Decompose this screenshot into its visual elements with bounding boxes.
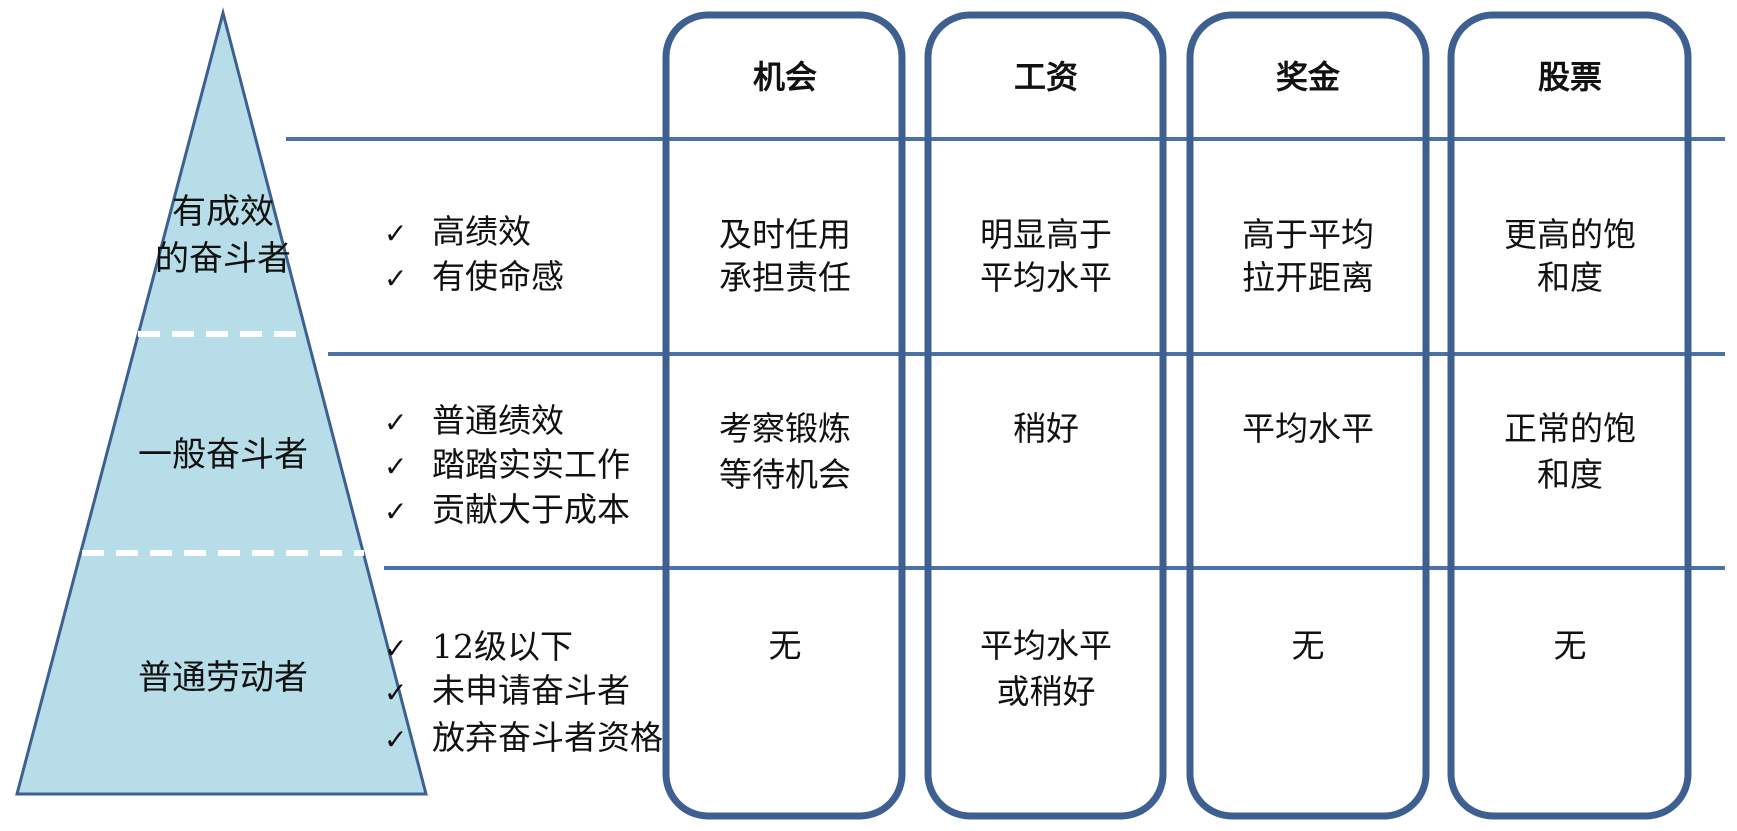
table-cell: 承担责任 bbox=[719, 258, 851, 297]
table-cell: 稍好 bbox=[1013, 409, 1079, 448]
tier-label: 普通劳动者 bbox=[138, 658, 308, 698]
criteria-item: 放弃奋斗者资格 bbox=[432, 718, 663, 757]
check-icon: ✓ bbox=[384, 217, 407, 250]
criteria-item: 踏踏实实工作 bbox=[432, 445, 630, 484]
criteria-tier-3: ✓ 12级以下 ✓ 未申请奋斗者 ✓ 放弃奋斗者资格 bbox=[384, 627, 663, 757]
table-cell: 正常的饱 bbox=[1504, 409, 1636, 448]
criteria-item: 有使命感 bbox=[432, 257, 564, 296]
tier-label: 的奋斗者 bbox=[155, 239, 291, 279]
check-icon: ✓ bbox=[384, 632, 407, 665]
table-cell: 拉开距离 bbox=[1242, 258, 1374, 297]
criteria-tier-2: ✓ 普通绩效 ✓ 踏踏实实工作 ✓ 贡献大于成本 bbox=[384, 401, 630, 529]
table-cell: 平均水平 bbox=[980, 626, 1112, 665]
table-cell: 更高的饱 bbox=[1504, 215, 1636, 254]
column-header: 机会 bbox=[753, 58, 817, 96]
table-cell: 无 bbox=[1554, 626, 1587, 665]
table-cell: 高于平均 bbox=[1242, 215, 1374, 254]
table-cell: 考察锻炼 bbox=[719, 409, 851, 448]
column-salary bbox=[924, 11, 1167, 820]
criteria-item: 普通绩效 bbox=[432, 401, 564, 440]
check-icon: ✓ bbox=[384, 495, 407, 528]
table-cell: 平均水平 bbox=[980, 258, 1112, 297]
criteria-item: 贡献大于成本 bbox=[432, 490, 630, 529]
table-cell: 等待机会 bbox=[719, 455, 851, 494]
tier-label: 有成效 bbox=[172, 192, 274, 232]
check-icon: ✓ bbox=[384, 262, 407, 295]
check-icon: ✓ bbox=[384, 450, 407, 483]
check-icon: ✓ bbox=[384, 406, 407, 439]
column-header: 奖金 bbox=[1276, 58, 1341, 96]
criteria-item: 12级以下 bbox=[432, 627, 573, 666]
table-cell: 和度 bbox=[1537, 455, 1603, 494]
column-header: 工资 bbox=[1014, 58, 1078, 96]
column-bonus bbox=[1186, 11, 1430, 820]
check-icon: ✓ bbox=[384, 723, 407, 756]
pyramid bbox=[15, 7, 428, 796]
table-cell: 和度 bbox=[1537, 258, 1603, 297]
table-cell: 明显高于 bbox=[980, 215, 1112, 254]
column-stock bbox=[1447, 11, 1692, 820]
criteria-tier-1: ✓ 高绩效 ✓ 有使命感 bbox=[384, 212, 564, 296]
criteria-item: 高绩效 bbox=[432, 212, 531, 251]
check-icon: ✓ bbox=[384, 676, 407, 709]
table-cell: 及时任用 bbox=[719, 215, 851, 254]
column-opportunity bbox=[662, 11, 906, 820]
table-cell: 或稍好 bbox=[997, 672, 1096, 711]
table-cell: 无 bbox=[769, 626, 802, 665]
tier-label: 一般奋斗者 bbox=[138, 435, 308, 475]
table-cell: 平均水平 bbox=[1242, 409, 1374, 448]
column-header: 股票 bbox=[1538, 58, 1602, 96]
table-cell: 无 bbox=[1292, 626, 1325, 665]
criteria-item: 未申请奋斗者 bbox=[432, 671, 630, 710]
